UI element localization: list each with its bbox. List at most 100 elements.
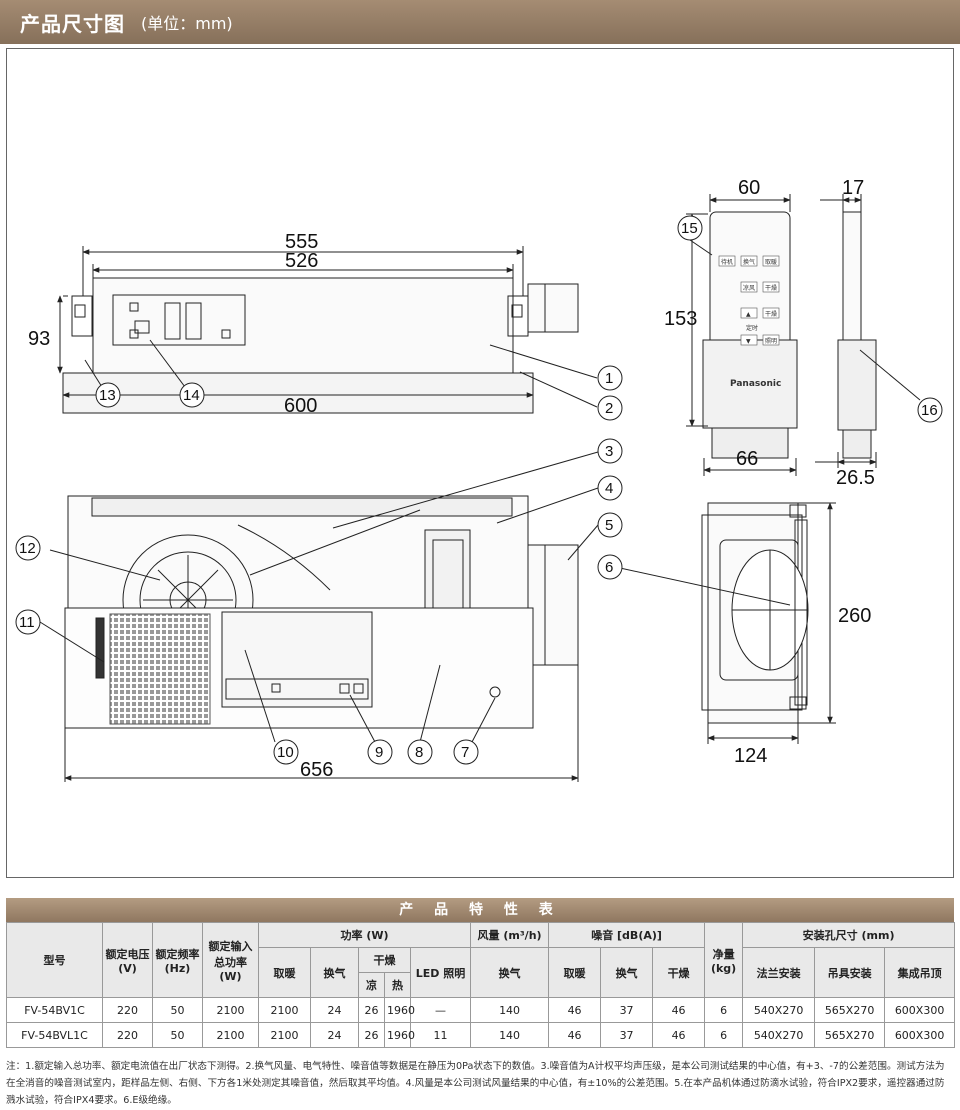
table-cell: 600X300 [884, 997, 956, 1023]
callout-2: 2 [597, 395, 623, 421]
top-view-body [92, 277, 514, 374]
svg-text:13: 13 [99, 387, 116, 404]
dim-60: 60 [738, 177, 760, 199]
svg-text:14: 14 [183, 387, 200, 404]
table-cell: 37 [600, 1022, 654, 1048]
th-model: 型号 [6, 922, 103, 998]
callout-4: 4 [597, 475, 623, 501]
remote-brand-logo: Panasonic [730, 379, 781, 389]
drawing-frame [6, 48, 954, 878]
spec-table: 型号 额定电压(V) 额定频率(Hz) 额定输入总功率(W) 功率 (W) 风量… [6, 922, 956, 1048]
svg-text:7: 7 [461, 744, 469, 761]
th-hot: 热 [384, 972, 411, 998]
callout-7: 7 [453, 739, 479, 765]
table-cell: 46 [652, 997, 706, 1023]
th-noise-vent: 换气 [600, 947, 654, 998]
table-cell: 24 [310, 997, 359, 1023]
th-hanger: 吊具安装 [814, 947, 886, 998]
th-ceiling: 集成吊顶 [884, 947, 956, 998]
remote-btn-1: 换气 [743, 258, 755, 266]
dim-656: 656 [300, 759, 333, 781]
table-cell: FV-54BV1C [6, 997, 103, 1023]
dim-66: 66 [736, 448, 758, 470]
th-power-total: 额定输入总功率(W) [202, 922, 259, 998]
svg-text:12: 12 [19, 540, 36, 557]
remote-btn-9: 照明 [765, 338, 777, 345]
callout-11: 11 [15, 609, 41, 635]
table-cell: 220 [102, 997, 153, 1023]
callout-5: 5 [597, 512, 623, 538]
th-noise-dry: 干燥 [652, 947, 706, 998]
table-cell: 2100 [258, 1022, 311, 1048]
spec-table-title: 产 品 特 性 表 [6, 898, 954, 922]
dim-526: 526 [285, 250, 318, 272]
table-cell: 2100 [202, 997, 259, 1023]
th-air-vent: 换气 [470, 947, 550, 998]
th-vent: 换气 [310, 947, 359, 998]
table-cell: 1960 [384, 1022, 415, 1048]
remote-btn-4: 干燥 [765, 284, 777, 292]
th-install-group: 安装孔尺寸 (mm) [742, 922, 956, 948]
th-voltage: 额定电压(V) [102, 922, 153, 998]
table-cell: 50 [152, 1022, 203, 1048]
th-heat: 取暖 [258, 947, 311, 998]
table-cell: 140 [470, 997, 550, 1023]
table-cell: 24 [310, 1022, 359, 1048]
svg-text:6: 6 [605, 559, 613, 576]
svg-text:8: 8 [415, 744, 423, 761]
th-led: LED 照明 [409, 947, 472, 998]
remote-mid-label: 定时 [746, 324, 758, 332]
dimension-drawing: 555 526 93 600 656 60 17 153 66 26.5 260… [15, 177, 943, 782]
callout-3: 3 [597, 438, 623, 464]
table-cell: 565X270 [814, 1022, 886, 1048]
svg-text:1: 1 [605, 370, 613, 387]
callout-1: 1 [597, 365, 623, 391]
svg-text:16: 16 [921, 402, 938, 419]
table-cell: 50 [152, 997, 203, 1023]
svg-text:4: 4 [605, 480, 613, 497]
th-weight: 净量(kg) [704, 922, 744, 998]
dim-153: 153 [664, 308, 697, 330]
remote-btn-2: 取暖 [765, 258, 777, 266]
dim-124: 124 [734, 745, 767, 767]
dim-17: 17 [842, 177, 864, 199]
table-cell: 46 [652, 1022, 706, 1048]
callout-8: 8 [407, 739, 433, 765]
dim-600: 600 [284, 395, 317, 417]
svg-text:3: 3 [605, 443, 613, 460]
spec-table-section: 产 品 特 性 表 型号 额定电压(V) 额定频率(Hz) 额定输入总功率(W)… [6, 898, 956, 1048]
table-cell: 2100 [258, 997, 311, 1023]
callout-15: 15 [677, 215, 703, 241]
th-dry: 干燥 [358, 947, 411, 973]
table-cell: 6 [704, 1022, 744, 1048]
table-cell: 220 [102, 1022, 153, 1048]
table-cell: 26 [358, 997, 385, 1023]
table-cell: 46 [548, 997, 602, 1023]
callout-9: 9 [367, 739, 393, 765]
remote-btn-8: ▼ [746, 338, 751, 345]
th-noise-group: 噪音 [dB(A)] [548, 922, 706, 948]
table-cell: — [409, 997, 472, 1023]
unit-label: (单位：mm) [141, 14, 233, 33]
table-cell: FV-54BVL1C [6, 1022, 103, 1048]
callout-12: 12 [15, 535, 41, 561]
callouts: 1 2 3 4 5 6 7 8 9 10 11 12 13 14 15 16 [15, 215, 943, 765]
table-cell: 540X270 [742, 1022, 816, 1048]
callout-14: 14 [179, 382, 205, 408]
svg-text:10: 10 [277, 744, 294, 761]
table-cell: 37 [600, 997, 654, 1023]
footnotes: 注：1.额定输入总功率、额定电流值在出厂状态下测得。2.换气风量、电气特性、噪音… [6, 1061, 945, 1106]
th-air-group: 风量 (m³/h) [470, 922, 550, 948]
svg-text:9: 9 [375, 744, 383, 761]
remote-btn-7: 干燥 [765, 310, 777, 318]
callout-6: 6 [597, 554, 623, 580]
table-cell: 140 [470, 1022, 550, 1048]
dim-555: 555 [285, 231, 318, 253]
table-cell: 46 [548, 1022, 602, 1048]
th-cool: 凉 [358, 972, 385, 998]
table-cell: 2100 [202, 1022, 259, 1048]
svg-text:11: 11 [19, 614, 35, 631]
table-cell: 26 [358, 1022, 385, 1048]
